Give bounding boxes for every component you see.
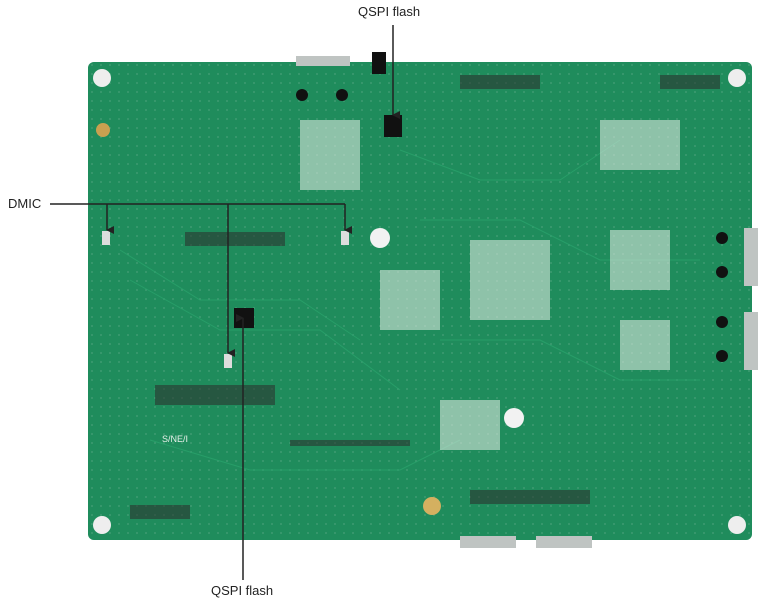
callout-label-top-qspi-flash: QSPI flash [358, 4, 421, 19]
qspi-flash-chip-bottom [234, 308, 254, 328]
silkscreen-text: S/NE/I [162, 434, 188, 444]
mounting-hole [96, 123, 110, 137]
side-connector-top [744, 228, 758, 286]
standoff [370, 228, 390, 248]
side-connector-bottom [744, 312, 758, 370]
standoff [728, 516, 746, 534]
dmic-component [102, 231, 110, 245]
standoff [93, 516, 111, 534]
standoff [728, 69, 746, 87]
callout-lines [50, 25, 400, 580]
callout-label-dmic: DMIC [8, 196, 42, 211]
pcb-board: S/NE/I [88, 52, 758, 548]
dmic-component [224, 354, 232, 368]
standoff [93, 69, 111, 87]
qspi-flash-chip-top [384, 115, 402, 137]
dmic-component [341, 231, 349, 245]
pin-headers [130, 75, 720, 519]
callout-label-bottom-qspi-flash: QSPI flash [211, 583, 274, 598]
bottom-connector-right [536, 536, 592, 548]
bottom-connector-left [460, 536, 516, 548]
components [300, 120, 680, 450]
power-jack [372, 52, 386, 74]
standoff [504, 408, 524, 428]
top-connector [296, 56, 350, 66]
mounting-hole [423, 497, 441, 515]
ethernet-jacks [296, 89, 728, 362]
